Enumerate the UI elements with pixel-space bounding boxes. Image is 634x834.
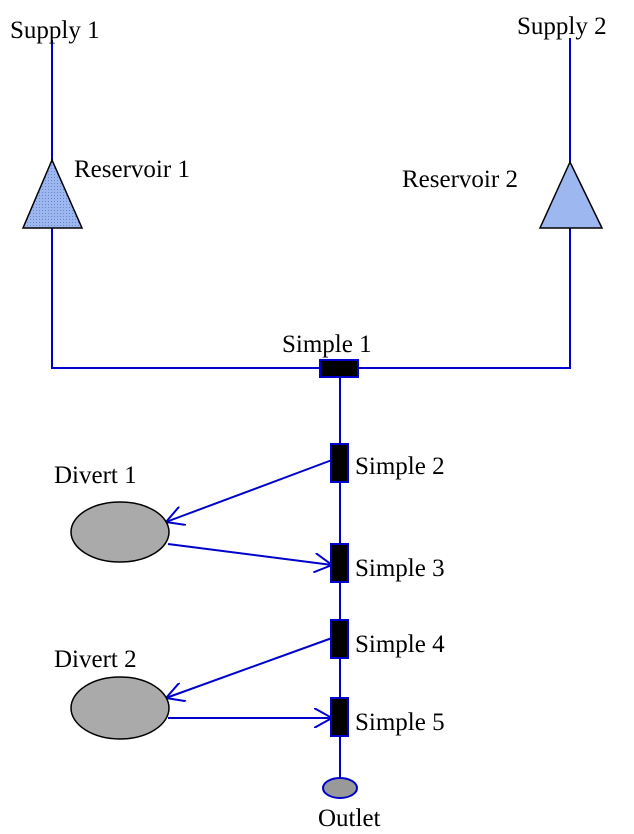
- simple-3-node: [330, 543, 349, 583]
- label-simple-3: Simple 3: [355, 555, 445, 582]
- label-divert-2: Divert 2: [54, 646, 137, 673]
- label-supply-1: Supply 1: [10, 17, 100, 44]
- label-simple-4: Simple 4: [355, 631, 445, 658]
- reservoir-2-icon: [538, 160, 604, 229]
- divert-1-node: [70, 501, 170, 563]
- simple-5-node: [330, 697, 349, 737]
- label-simple-2: Simple 2: [355, 453, 445, 480]
- simple-1-node: [319, 359, 359, 378]
- reservoir-1-icon: [21, 158, 84, 229]
- arrow-simple2-to-divert1: [166, 459, 333, 522]
- simple-2-node: [330, 443, 349, 483]
- label-reservoir-2: Reservoir 2: [402, 166, 518, 193]
- label-supply-2: Supply 2: [517, 13, 607, 40]
- arrow-simple4-to-divert2: [166, 637, 333, 698]
- outlet-node: [322, 777, 358, 799]
- label-outlet: Outlet: [318, 805, 381, 832]
- arrow-divert1-to-simple3: [167, 543, 332, 565]
- label-simple-1: Simple 1: [282, 331, 372, 358]
- label-divert-1: Divert 1: [54, 462, 137, 489]
- link-reservoir2-simple1: [358, 228, 571, 369]
- divert-2-node: [70, 676, 170, 740]
- label-simple-5: Simple 5: [355, 709, 445, 736]
- label-reservoir-1: Reservoir 1: [74, 156, 190, 183]
- simple-4-node: [330, 619, 349, 659]
- link-reservoir1-simple1: [51, 228, 320, 369]
